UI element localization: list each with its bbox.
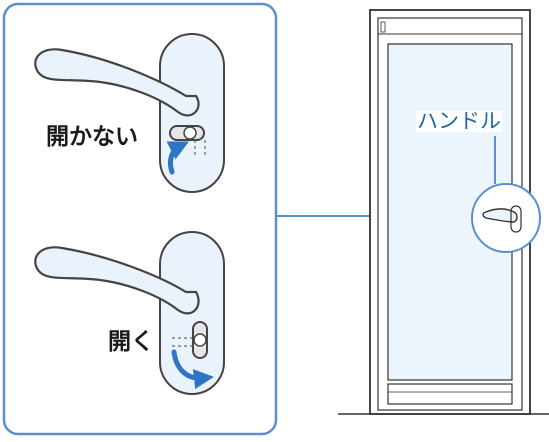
- small-handle: [482, 208, 518, 223]
- label-does-not-open: 開かない: [44, 124, 140, 150]
- lever-open: [34, 246, 200, 315]
- lever-closed: [34, 48, 200, 117]
- curved-arrow-icon: [166, 141, 189, 175]
- handle-open-group: [34, 231, 225, 395]
- handle-closed-group: [34, 33, 225, 193]
- label-opens: 開く: [106, 329, 156, 355]
- curved-arrow-icon: [171, 349, 214, 390]
- label-handle: ハンドル: [416, 109, 502, 133]
